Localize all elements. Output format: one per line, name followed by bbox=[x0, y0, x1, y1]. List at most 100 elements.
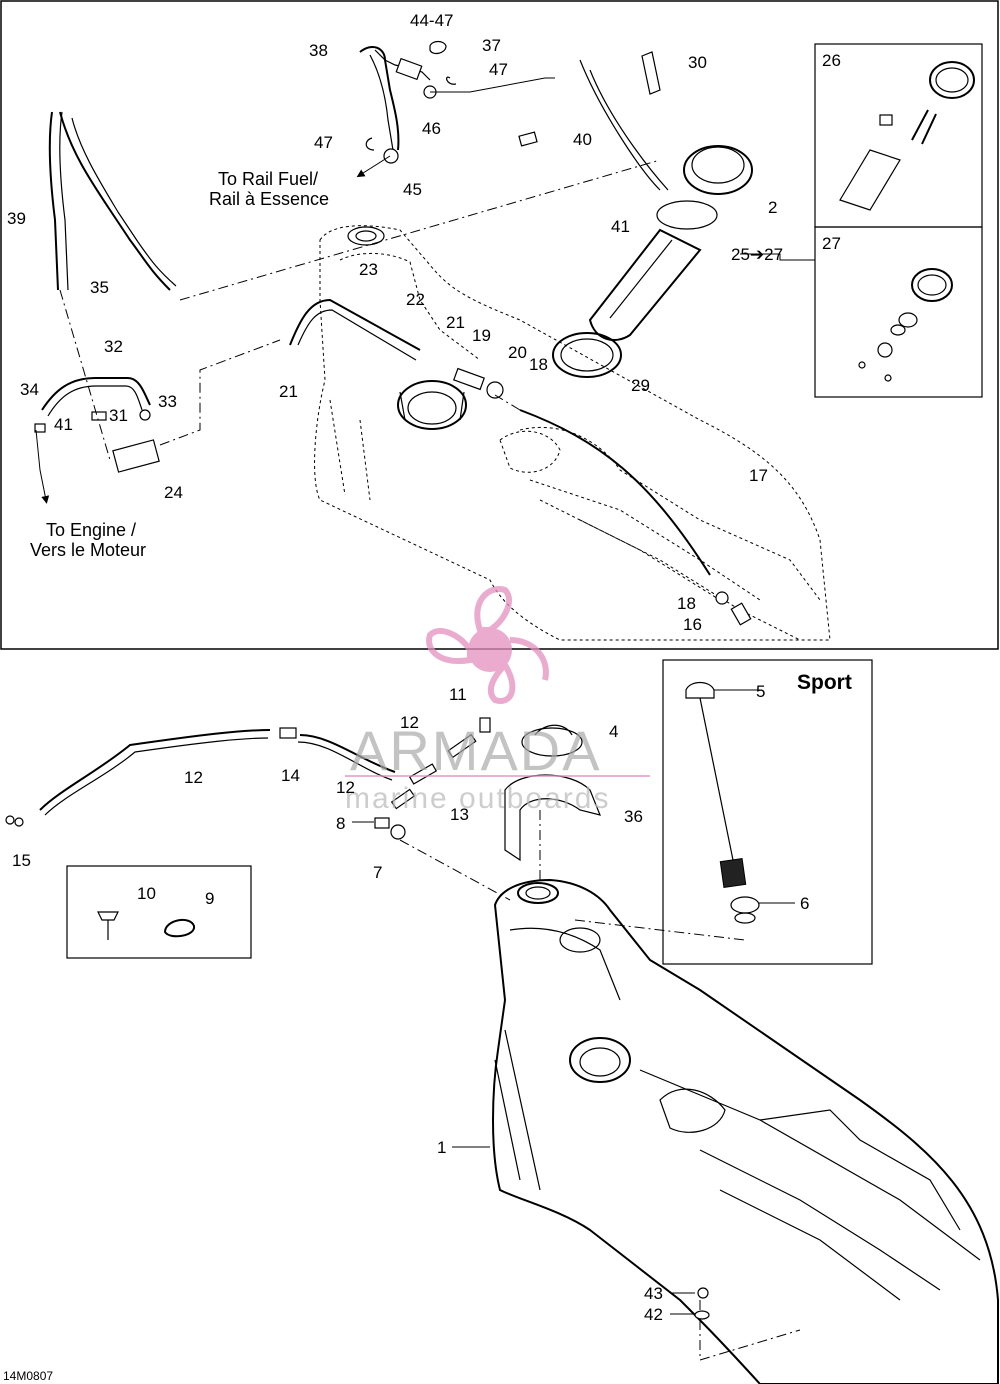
callout-43: 43 bbox=[644, 1284, 663, 1303]
lock-ring-2 bbox=[683, 145, 753, 195]
callout-4: 4 bbox=[609, 722, 618, 741]
top-section-frame bbox=[0, 0, 999, 650]
part-40 bbox=[518, 131, 538, 147]
callout-47: 47 bbox=[314, 133, 333, 152]
clamp-15-b bbox=[14, 817, 24, 827]
fuel-tank-top-drawing bbox=[314, 225, 831, 641]
callout-18: 18 bbox=[529, 355, 548, 374]
callout-44-47: 44-47 bbox=[410, 11, 453, 30]
nut-43 bbox=[697, 1287, 709, 1299]
sport-title: Sport bbox=[797, 671, 852, 694]
callout-18: 18 bbox=[677, 594, 696, 613]
inset-26-parts bbox=[839, 61, 975, 211]
clamp-47-a bbox=[446, 76, 457, 85]
callout-41: 41 bbox=[54, 415, 73, 434]
bottom-callouts: 11 12 4 12 14 12 13 36 8 7 15 10 9 5 6 1… bbox=[12, 682, 809, 1324]
seal-29 bbox=[552, 332, 622, 378]
clamp-15-a bbox=[5, 815, 15, 825]
tube-12-b bbox=[390, 788, 416, 810]
part-16 bbox=[730, 602, 752, 626]
tube-12-a bbox=[447, 733, 477, 759]
callout-12: 12 bbox=[184, 768, 203, 787]
hose-12-long bbox=[39, 729, 271, 811]
callout-38: 38 bbox=[309, 41, 328, 60]
callout-37: 37 bbox=[482, 36, 501, 55]
callout-10: 10 bbox=[137, 884, 156, 903]
grommet-6 bbox=[730, 896, 760, 924]
clamp-47-b bbox=[365, 137, 375, 151]
valve-19 bbox=[453, 367, 485, 391]
vent-valve-assembly bbox=[34, 377, 160, 473]
callout-2: 2 bbox=[768, 198, 777, 217]
watermark-title: ARMADA bbox=[350, 719, 602, 782]
callout-6: 6 bbox=[800, 894, 809, 913]
callout-40: 40 bbox=[573, 130, 592, 149]
to-engine-line1: To Engine / bbox=[46, 520, 136, 540]
callout-32: 32 bbox=[104, 337, 123, 356]
callout-30: 30 bbox=[688, 53, 707, 72]
callout-20: 20 bbox=[508, 343, 527, 362]
callout-7: 7 bbox=[373, 863, 382, 882]
callout-11: 11 bbox=[449, 685, 467, 704]
callout-34: 34 bbox=[20, 380, 39, 399]
callout-23: 23 bbox=[359, 260, 378, 279]
part-30 bbox=[641, 51, 661, 95]
hose-39-35 bbox=[48, 111, 177, 291]
fuel-gauge-5 bbox=[685, 681, 747, 888]
figure-code: 14M0807 bbox=[3, 1369, 53, 1383]
callout-8: 8 bbox=[336, 814, 345, 833]
propeller-logo bbox=[426, 586, 549, 704]
callout-29: 29 bbox=[631, 376, 650, 395]
inset-26-label: 26 bbox=[822, 51, 841, 70]
callout-35: 35 bbox=[90, 278, 109, 297]
fitting-11 bbox=[479, 717, 491, 733]
fuel-tank-bottom-drawing bbox=[492, 878, 999, 1384]
washer-42 bbox=[694, 1310, 710, 1320]
inset-frame-27 bbox=[814, 226, 983, 398]
inset-27-label: 27 bbox=[822, 234, 841, 253]
callout-42: 42 bbox=[644, 1305, 663, 1324]
callout-14: 14 bbox=[281, 766, 300, 785]
fitting-7 bbox=[390, 824, 406, 840]
callout-41: 41 bbox=[611, 217, 630, 236]
clip-9 bbox=[163, 918, 195, 938]
fitting-14 bbox=[279, 727, 297, 739]
callout-19: 19 bbox=[472, 326, 491, 345]
callout-5: 5 bbox=[756, 682, 765, 701]
callout-39: 39 bbox=[7, 209, 26, 228]
hose-17 bbox=[519, 409, 711, 576]
callout-45: 45 bbox=[403, 180, 422, 199]
to-engine-line2: Vers le Moteur bbox=[30, 540, 146, 560]
callout-9: 9 bbox=[205, 889, 214, 908]
fastener-inset-frame bbox=[66, 865, 252, 959]
sport-inset-frame bbox=[662, 659, 873, 965]
part-18-b bbox=[715, 591, 729, 605]
callout-36: 36 bbox=[624, 807, 643, 826]
callout-22: 22 bbox=[406, 290, 425, 309]
callout-21: 21 bbox=[446, 313, 465, 332]
elbow-8 bbox=[374, 817, 390, 829]
watermark-subtitle: marine outboards bbox=[345, 782, 610, 815]
vent-tube-23 bbox=[289, 298, 421, 361]
fuel-pump-25 bbox=[579, 59, 718, 341]
callout-1: 1 bbox=[437, 1138, 446, 1157]
tee-13 bbox=[408, 763, 438, 785]
callout-12: 12 bbox=[336, 778, 355, 797]
callout-17: 17 bbox=[749, 466, 768, 485]
callout-16: 16 bbox=[683, 615, 702, 634]
to-rail-fuel-line2: Rail à Essence bbox=[209, 189, 329, 209]
callout-47: 47 bbox=[489, 60, 508, 79]
callout-13: 13 bbox=[450, 805, 469, 824]
top-callouts: 44-47 37 38 47 30 47 46 40 45 2 39 41 35… bbox=[7, 11, 783, 634]
callout-31: 31 bbox=[109, 406, 128, 425]
callout-46: 46 bbox=[422, 119, 441, 138]
hose-38-assembly bbox=[359, 45, 437, 164]
filler-cap-4 bbox=[521, 724, 583, 757]
callout-12: 12 bbox=[400, 713, 419, 732]
to-rail-fuel-line1: To Rail Fuel/ bbox=[218, 169, 318, 189]
clamp-37 bbox=[429, 40, 447, 55]
callout-15: 15 bbox=[12, 851, 31, 870]
screw-10 bbox=[97, 911, 119, 940]
callout-25-27: 25➔27 bbox=[731, 245, 783, 264]
